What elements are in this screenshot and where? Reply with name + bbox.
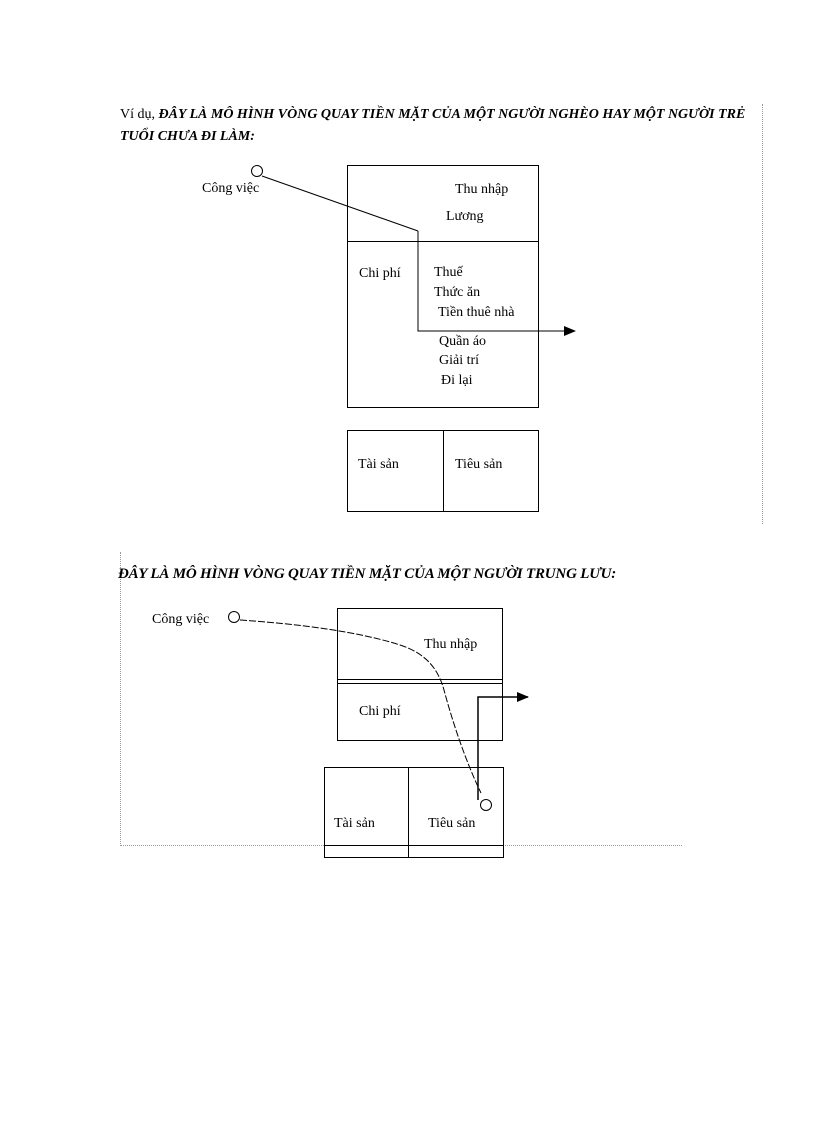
diagram1-expense-title: Chi phí	[359, 266, 401, 281]
diagram1-expense-item: Tiền thuê nhà	[438, 305, 515, 320]
page-guide-left	[120, 552, 121, 846]
diagram2-income-title: Thu nhập	[424, 637, 478, 652]
diagram2-assets-label: Tài sản	[334, 816, 375, 831]
diagram2-liabilities-label: Tiêu sản	[428, 816, 476, 831]
diagram2-job-label: Công việc	[152, 612, 210, 627]
diagram1-assets-label: Tài sản	[358, 457, 399, 472]
diagram2-balance-sheet	[324, 767, 504, 858]
diagram1-liabilities-label: Tiêu sản	[455, 457, 503, 472]
diagram1-expense-item: Đi lại	[441, 373, 473, 388]
diagram1-income-statement	[347, 165, 539, 408]
intro-title: ĐÂY LÀ MÔ HÌNH VÒNG QUAY TIỀN MẶT CỦA MỘ…	[120, 107, 746, 144]
diagram1-balance-sheet	[347, 430, 539, 512]
heading-middle-class: ĐÂY LÀ MÔ HÌNH VÒNG QUAY TIỀN MẶT CỦA MỘ…	[118, 566, 617, 582]
diagram1-expense-item: Thuế	[434, 265, 463, 280]
page-guide-right	[762, 104, 763, 524]
diagram1-expense-item: Thức ăn	[434, 285, 481, 300]
diagram1-income-salary: Lương	[446, 209, 484, 224]
diagram1-job-label: Công việc	[202, 181, 260, 196]
diagram2-expense-title: Chi phí	[359, 704, 401, 719]
diagram2-income-statement	[337, 608, 503, 741]
intro-paragraph: Ví dụ, ĐÂY LÀ MÔ HÌNH VÒNG QUAY TIỀN MẶT…	[120, 104, 770, 148]
diagram1-cashflow-arrow	[251, 165, 576, 336]
diagram1-income-title: Thu nhập	[455, 182, 509, 197]
diagram1-expense-item: Giải trí	[439, 353, 480, 368]
intro-lead: Ví dụ,	[120, 107, 159, 122]
diagram2-cashflow-arrow	[228, 611, 529, 811]
diagram1-expense-item: Quần áo	[439, 334, 487, 349]
